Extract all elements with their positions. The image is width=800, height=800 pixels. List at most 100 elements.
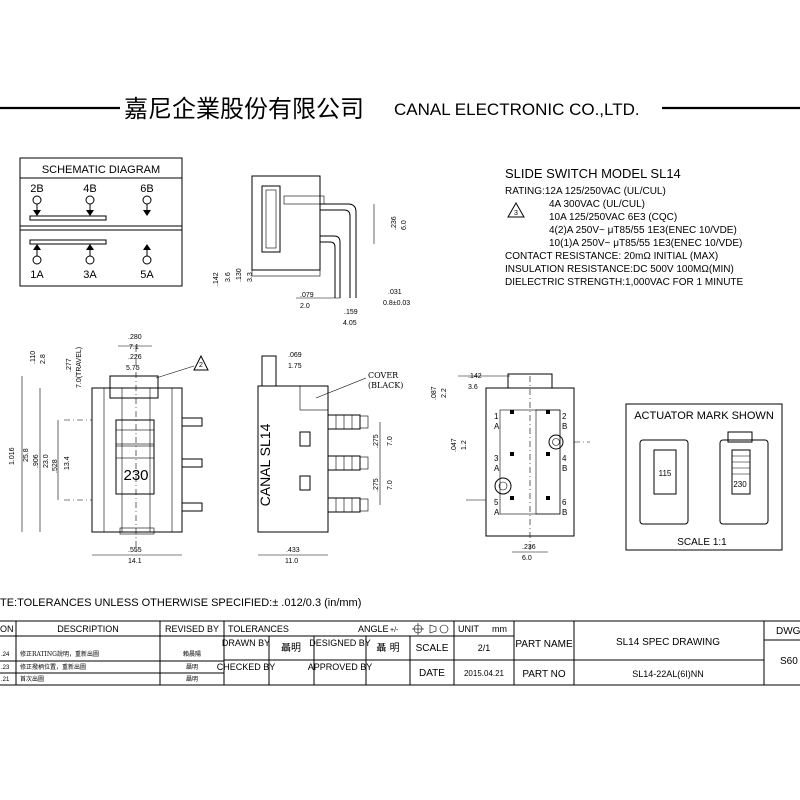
- spec-block: SLIDE SWITCH MODEL SL14 RATING:12A 125/2…: [505, 166, 744, 288]
- dim-body-275a: .275: [373, 434, 380, 448]
- dim-front-528: .528: [52, 459, 59, 473]
- warning-mark: 3: [514, 210, 518, 217]
- actuator-title: ACTUATOR MARK SHOWN: [634, 410, 774, 422]
- rev-row-3-num: .21: [1, 677, 10, 683]
- actuator-mark-115: 115: [659, 469, 672, 478]
- part-no-value: SL14-22AL(6I)NN: [632, 669, 704, 679]
- dim-side-142: .142: [213, 272, 220, 286]
- part-name-value: SL14 SPEC DRAWING: [616, 637, 720, 648]
- company-name-en: CANAL ELECTRONIC CO.,LTD.: [394, 100, 640, 119]
- dim-side-079: .079: [300, 292, 314, 299]
- dim-bottom-3-6: 3.6: [468, 384, 478, 391]
- tolerances-label: TOLERANCES: [228, 624, 289, 634]
- contact-resistance: CONTACT RESISTANCE: 20mΩ INITIAL (MAX): [505, 251, 718, 262]
- dim-side-2-0: 2.0: [300, 303, 310, 310]
- bottom-pin-2b: B: [562, 422, 567, 431]
- rating-sub-4: 10(1)A 250V~ μT85/55 1E3(ENEC 10/VDE): [549, 238, 742, 249]
- unit-value: mm: [492, 624, 507, 634]
- insulation-resistance: INSULATION RESISTANCE:DC 500V 100MΩ(MIN): [505, 264, 734, 275]
- body-view: CANAL SL14 .069 1.75 COVER (BLACK) .275 …: [257, 352, 403, 565]
- revised-by-header: REVISED BY: [165, 624, 219, 634]
- rev-header: ON: [0, 624, 14, 634]
- note-triangle-icon: [193, 354, 209, 371]
- date-value: 2015.04.21: [464, 669, 505, 678]
- dim-front-7-1: 7.1: [129, 344, 139, 351]
- dim-body-7-0a: 7.0: [387, 436, 394, 446]
- drawn-by-name: 聶明: [281, 642, 301, 654]
- dim-body-069: .069: [288, 352, 302, 359]
- dim-front-280: .280: [128, 334, 142, 341]
- dim-body-433: .433: [286, 547, 300, 554]
- dim-bottom-6-0: 6.0: [522, 555, 532, 562]
- scale-label: SCALE: [416, 643, 449, 654]
- dim-front-14-1: 14.1: [128, 558, 142, 565]
- angle-value: +/-: [390, 627, 399, 634]
- rev-row-1-by: 賴晨陽: [183, 650, 201, 658]
- tolerance-note: TE:TOLERANCES UNLESS OTHERWISE SPECIFIED…: [0, 597, 361, 609]
- schematic-diagram: SCHEMATIC DIAGRAM 2B 4B 6B 1A 3A 5A: [19, 157, 183, 287]
- bottom-pin-5a: A: [494, 508, 500, 517]
- bottom-pin-2: 2: [562, 412, 567, 421]
- scale-value: 2/1: [478, 643, 491, 653]
- dim-bottom-236: .236: [522, 544, 536, 551]
- actuator-scale: SCALE 1:1: [677, 537, 727, 548]
- dim-bottom-047: .047: [451, 438, 458, 452]
- rev-row-2-num: .23: [1, 665, 10, 671]
- dim-side-159: .159: [344, 309, 358, 316]
- drawn-by-label: DRAWN BY: [222, 638, 270, 648]
- dim-side-6-0: 6.0: [401, 220, 408, 230]
- dim-front-906: .906: [33, 454, 40, 468]
- actuator-mark-230: 230: [733, 480, 747, 489]
- actuator-panel: ACTUATOR MARK SHOWN 115 230 SCALE 1:1: [625, 403, 783, 551]
- bottom-pin-6b: B: [562, 508, 567, 517]
- bottom-view: 2 B 1 A 4 B 3 A 6 B 5 A .142 3.6 .087 2.…: [431, 373, 590, 562]
- designed-by-name: 聶 明: [376, 642, 399, 654]
- bottom-pin-3a: A: [494, 464, 500, 473]
- dim-body-275b: .275: [373, 478, 380, 492]
- designed-by-label: DESIGNED BY: [309, 638, 371, 648]
- dielectric-strength: DIELECTRIC STRENGTH:1,000VAC FOR 1 MINUT…: [505, 277, 744, 288]
- dwg-value: S60: [780, 656, 798, 667]
- dim-side-3-3: 3.3: [247, 272, 254, 282]
- cover-note: COVER: [368, 371, 399, 380]
- warning-triangle-icon: [507, 201, 525, 218]
- front-view: 230 .280 7.1 .226 5.75 .110 2.8 .277 7.0…: [9, 334, 209, 565]
- checked-by-label: CHECKED BY: [217, 662, 276, 672]
- dim-side-0-8: 0.8±0.03: [383, 300, 410, 307]
- date-label: DATE: [419, 668, 445, 679]
- rev-row-2-desc: 修正撥柄位置，重新出圖: [20, 663, 86, 671]
- bottom-pin-4b: B: [562, 464, 567, 473]
- dim-front-25-8: 25.8: [23, 448, 30, 462]
- dim-side-3-6: 3.6: [225, 272, 232, 282]
- dim-front-23-0: 23.0: [43, 454, 50, 468]
- body-label: CANAL SL14: [257, 423, 273, 506]
- rev-row-3-by: 聶明: [186, 676, 198, 683]
- dim-bottom-2-2: 2.2: [441, 388, 448, 398]
- bottom-pin-3: 3: [494, 454, 499, 463]
- dim-body-1-75: 1.75: [288, 363, 302, 370]
- bottom-pin-1a: A: [494, 422, 500, 431]
- dim-side-236: .236: [391, 216, 398, 230]
- rev-row-1-desc: 修正RATING說明，重新出圖: [20, 650, 99, 658]
- front-note-mark: 2: [199, 362, 203, 369]
- dim-front-2-8: 2.8: [40, 354, 47, 364]
- dim-bottom-142: .142: [468, 373, 482, 380]
- dim-front-277: .277: [66, 358, 73, 372]
- cover-note-black: (BLACK): [368, 381, 403, 390]
- dim-front-555: .555: [128, 547, 142, 554]
- pin-label-3a: 3A: [83, 269, 97, 281]
- dim-front-1-016: 1.016: [9, 447, 16, 465]
- angle-label: ANGLE: [358, 624, 389, 634]
- bottom-pin-5: 5: [494, 498, 499, 507]
- dim-front-travel: 7.0(TRAVEL): [76, 347, 83, 388]
- rating-sub-2: 10A 125/250VAC 6E3 (CQC): [549, 212, 677, 223]
- dim-front-13-4: 13.4: [64, 456, 71, 470]
- side-view: .236 6.0 .142 3.6 .130 3.3 .079 2.0 .159…: [213, 175, 410, 327]
- dim-front-5-75: 5.75: [126, 365, 140, 372]
- rev-row-2-by: 聶明: [186, 664, 198, 671]
- description-header: DESCRIPTION: [57, 624, 119, 634]
- spec-title: SLIDE SWITCH MODEL SL14: [505, 166, 681, 181]
- bottom-pin-1: 1: [494, 412, 499, 421]
- pin-label-4b: 4B: [83, 183, 96, 195]
